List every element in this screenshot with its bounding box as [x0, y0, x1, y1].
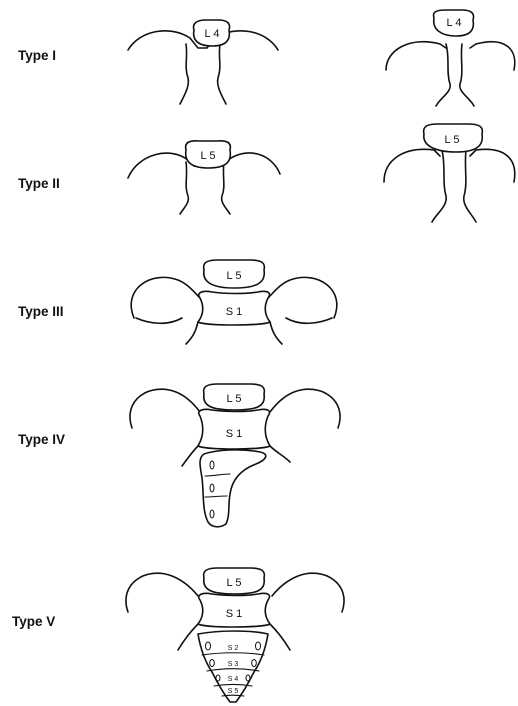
- vertebra-label: L 4: [205, 28, 220, 40]
- type-iii-drawing: L 5 S 1: [131, 260, 337, 344]
- type-ii-right-drawing: L 5: [384, 124, 515, 222]
- type-v-row: Type V L 5 S 1 S 2: [12, 568, 344, 702]
- type-ii-label: Type II: [18, 176, 60, 191]
- vertebra-label: S 1: [226, 428, 243, 440]
- sacral-segment-label: S 4: [228, 676, 239, 683]
- type-iv-drawing: L 5 S 1: [130, 384, 340, 527]
- vertebra-label: L 5: [227, 270, 242, 282]
- sacral-segment-label: S 2: [228, 645, 239, 652]
- type-iv-row: Type IV L 5 S 1: [18, 384, 340, 527]
- vertebra-label: L 5: [445, 134, 460, 146]
- type-v-drawing: L 5 S 1 S 2 S 3 S 4 S 5: [126, 568, 344, 702]
- type-ii-left-drawing: L 5: [128, 141, 280, 214]
- vertebra-label: L 5: [227, 577, 242, 589]
- vertebra-label: S 1: [226, 608, 243, 620]
- type-i-label: Type I: [18, 48, 56, 63]
- sacrum: S 2 S 3 S 4 S 5: [198, 631, 268, 702]
- sacral-segment-label: S 5: [228, 688, 239, 695]
- vertebra-label: L 5: [227, 393, 242, 405]
- type-iv-label: Type IV: [18, 432, 65, 447]
- vertebra-label: L 5: [201, 150, 216, 162]
- vertebra-label: L 4: [447, 17, 462, 29]
- type-iii-label: Type III: [18, 304, 64, 319]
- vertebra-label: S 1: [226, 306, 243, 318]
- type-i-right-drawing: L 4: [386, 10, 515, 106]
- sacral-segment-label: S 3: [228, 661, 239, 668]
- type-i-row: Type I L 4 L 4: [18, 10, 515, 106]
- type-ii-row: Type II L 5 L 5: [18, 124, 515, 222]
- type-i-left-drawing: L 4: [128, 20, 278, 104]
- type-v-label: Type V: [12, 614, 55, 629]
- type-iii-row: Type III L 5 S 1: [18, 260, 337, 344]
